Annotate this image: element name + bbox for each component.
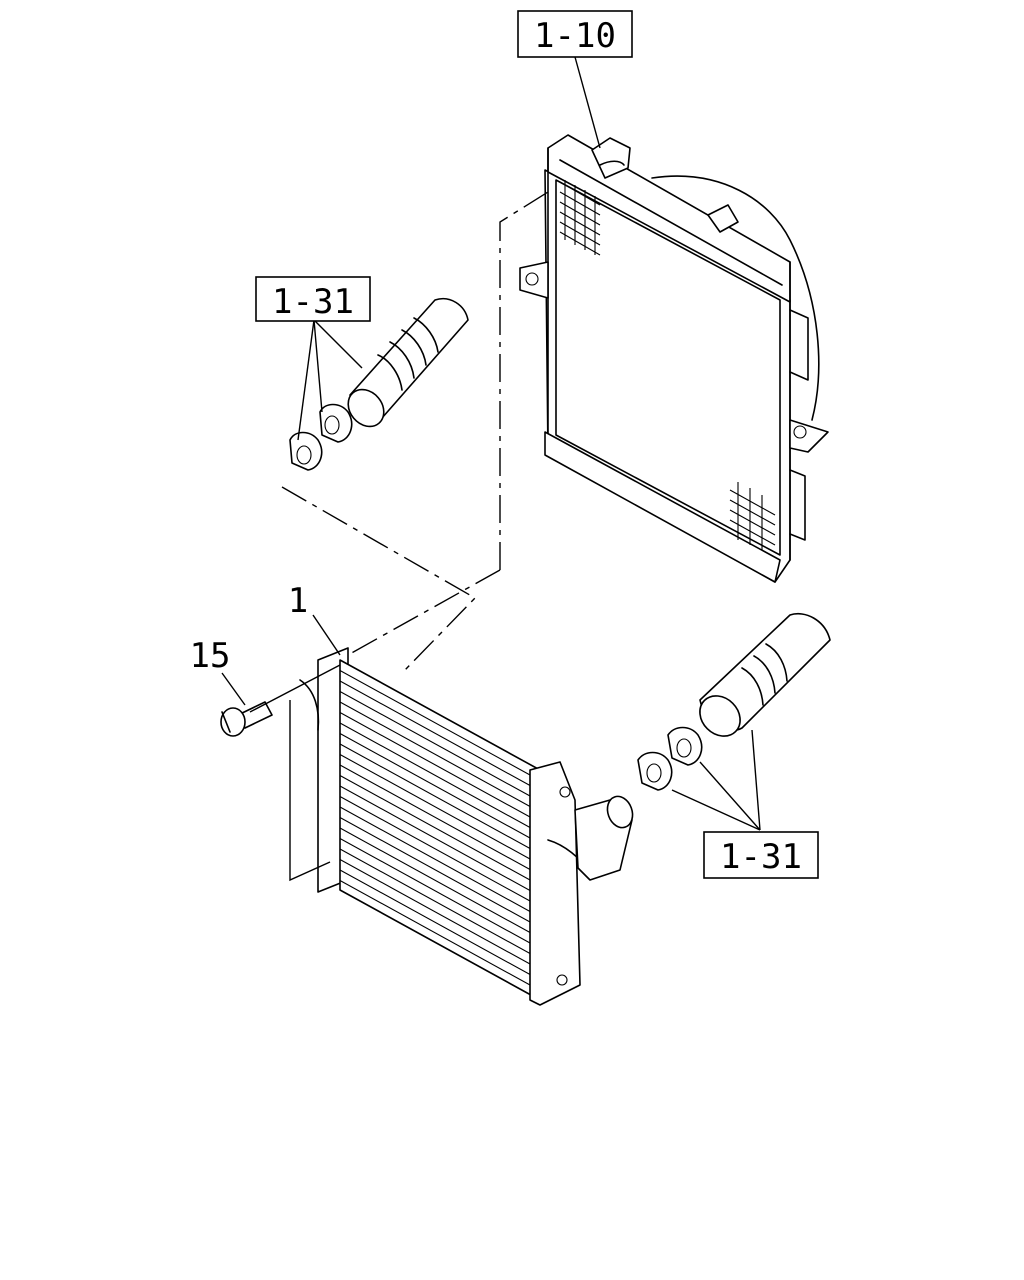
callout-hose-upper-text: 1-31 [272,282,354,322]
cooler-fin [339,701,541,813]
hose-upper [347,298,469,428]
clamp-upper-1 [319,403,353,443]
callout-radiator-text: 1-10 [534,16,616,56]
cooler-fin [339,722,541,834]
intercooler [299,647,634,1006]
callout-radiator: 1-10 [517,10,633,58]
cooler-fin [339,754,541,865]
bolt [220,701,273,737]
cooler-fin [339,806,541,918]
cooler-fin [339,817,541,928]
cooler-fin [339,785,541,897]
cooler-fin [339,691,541,802]
radiator [519,134,829,583]
cooler-fin [339,859,541,970]
callout-bolt: 15 [190,636,231,676]
cooler-fin [339,764,541,876]
clamp-lower-2 [637,751,673,791]
cooler-fin [339,796,541,907]
cooler-fin [339,775,541,886]
cooler-fin [339,827,541,939]
clamp-lower-1 [667,726,703,766]
clamp-upper-2 [289,431,323,471]
cooler-fin [339,712,541,823]
cooler-fin [339,880,541,991]
callout-intercooler: 1 [288,581,308,621]
cooler-fin [339,838,541,949]
cooler-fin [339,670,541,781]
cooler-fin [339,869,541,981]
callout-hose-upper: 1-31 [255,276,371,322]
cooler-fin [339,743,541,855]
cooler-fin [339,733,541,844]
callout-hose-lower-text: 1-31 [720,837,802,877]
callout-hose-lower: 1-31 [703,831,819,879]
cooler-fin [339,680,541,792]
cooler-fin [339,848,541,960]
leader-lines [221,56,761,882]
hose-lower [699,613,831,737]
